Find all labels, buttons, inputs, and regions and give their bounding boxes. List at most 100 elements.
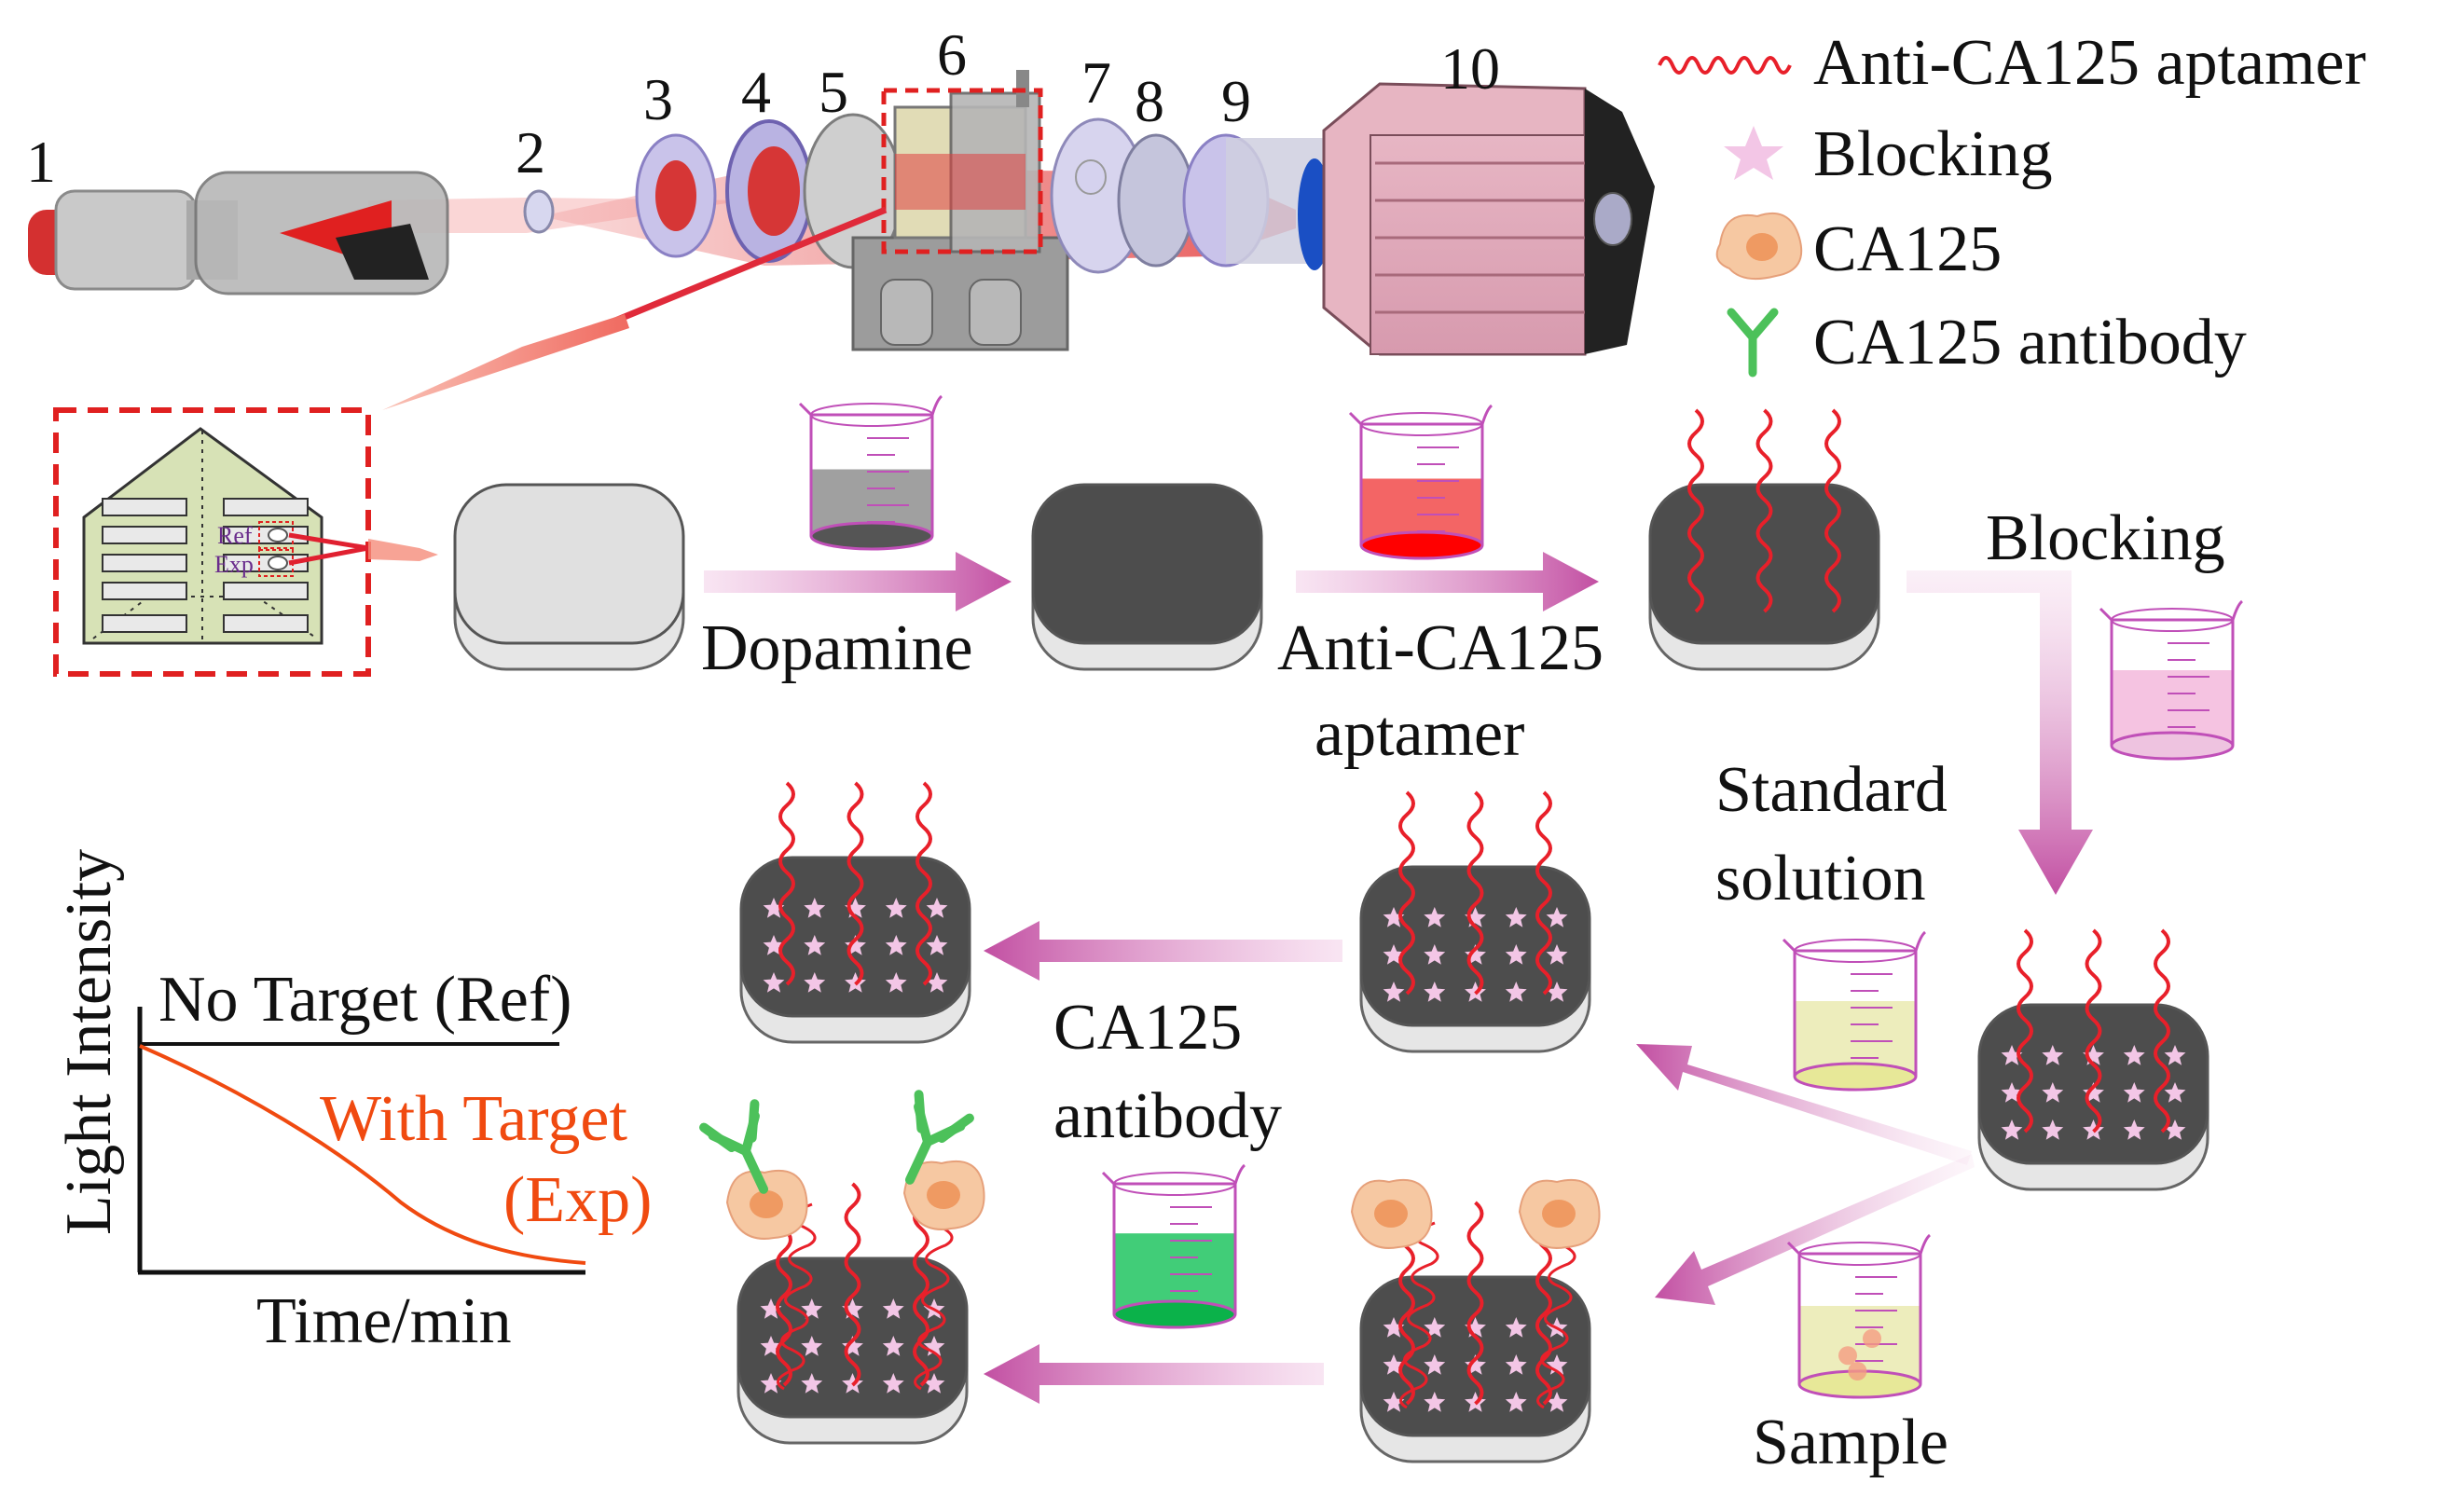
step-blocking-label: Blocking xyxy=(1986,502,2225,574)
blocking-star xyxy=(801,1336,823,1356)
step-antibody-label-2: antibody xyxy=(1053,1080,1282,1152)
arrow-ca125 xyxy=(984,921,1342,981)
aptamer-strand xyxy=(2017,928,2033,1133)
blocking-star xyxy=(2042,1045,2064,1065)
chip-to-substrate-arrow xyxy=(368,539,438,561)
blocking-star xyxy=(885,898,907,918)
substrate xyxy=(1031,483,1263,671)
blocking-star xyxy=(1424,1392,1446,1412)
setup-number: 2 xyxy=(516,119,545,185)
arrow-dopamine xyxy=(704,552,1012,611)
graph-y-label: Light Intensity xyxy=(53,849,125,1235)
optical-setup: 1 2 3 4 5 6 7 8 9 10 xyxy=(26,21,1655,410)
blocking-star xyxy=(2123,1082,2145,1103)
arrow-blocking xyxy=(1907,570,2093,895)
step-dopamine-label: Dopamine xyxy=(701,612,973,684)
camera-10 xyxy=(1298,82,1655,356)
blocking-star xyxy=(926,972,948,993)
graph-ref-label: No Target (Ref) xyxy=(158,964,571,1036)
blocking-star xyxy=(804,898,826,918)
legend: Anti-CA125 aptamer Blocking CA125 CA125 … xyxy=(1658,27,2366,378)
graph-exp-label-2: (Exp) xyxy=(503,1164,652,1236)
blocking-star xyxy=(1424,1354,1446,1375)
step-sample-label: Sample xyxy=(1753,1407,1948,1478)
blocking-star xyxy=(801,1298,823,1319)
blocking-star xyxy=(1383,982,1405,1002)
aptamer-strand xyxy=(2085,928,2102,1133)
arrow-aptamer xyxy=(1296,552,1599,611)
response-graph: No Target (Ref) With Target (Exp) Time/m… xyxy=(53,849,652,1357)
blocking-star xyxy=(2123,1045,2145,1065)
ca125-cell xyxy=(725,1169,808,1240)
beaker xyxy=(798,394,943,551)
aptamer-strand xyxy=(1466,790,1484,996)
legend-aptamer-label: Anti-CA125 aptamer xyxy=(1813,27,2366,99)
legend-blocking-label: Blocking xyxy=(1813,118,2053,190)
blocking-star xyxy=(1546,944,1568,965)
aptamer-strand xyxy=(1398,790,1415,996)
blocking-star xyxy=(926,898,948,918)
legend-antibody-label: CA125 antibody xyxy=(1813,307,2247,378)
substrate xyxy=(453,483,685,671)
blocking-star xyxy=(2164,1082,2186,1103)
antibody-icon xyxy=(1727,308,1779,378)
setup-number: 5 xyxy=(819,59,848,125)
setup-number: 9 xyxy=(1221,68,1251,134)
blocking-star xyxy=(1424,944,1446,965)
process-arrows xyxy=(704,552,2093,1404)
blocking-star xyxy=(1383,1317,1405,1338)
zoom-arrow xyxy=(382,314,629,410)
blocking-star xyxy=(760,1298,782,1319)
bound-aptamer xyxy=(914,1202,954,1391)
blocking-star xyxy=(1505,907,1527,927)
blocking-star xyxy=(2164,1045,2186,1065)
aptamer-strand xyxy=(1824,408,1841,613)
blocking-star xyxy=(1546,1392,1568,1412)
step-aptamer-label-2: aptamer xyxy=(1315,698,1524,770)
setup-number: 1 xyxy=(26,129,56,195)
step-standard-label-1: Standard xyxy=(1715,754,1948,826)
substrate xyxy=(1977,928,2209,1191)
blocking-star xyxy=(885,972,907,993)
lens-8 xyxy=(1117,133,1195,268)
aptamer-icon xyxy=(1658,56,1792,75)
blocking-star xyxy=(1546,982,1568,1002)
ca125-cell xyxy=(1518,1178,1601,1249)
aptamer-strand xyxy=(847,781,864,986)
aptamer-strand xyxy=(1466,1201,1484,1406)
blocking-star xyxy=(2042,1119,2064,1140)
blocking-star xyxy=(1424,982,1446,1002)
substrate xyxy=(739,781,971,1044)
substrate xyxy=(736,1182,969,1445)
blocking-star-icon xyxy=(1724,126,1783,180)
sensor-chip-zoom: Ref Exp xyxy=(53,407,438,677)
blocking-star xyxy=(1424,1317,1446,1338)
blocking-star xyxy=(1383,1392,1405,1412)
substrate-surface xyxy=(453,483,685,645)
blocking-star xyxy=(882,1298,904,1319)
blocking-star xyxy=(1383,907,1405,927)
blocking-star xyxy=(804,935,826,955)
aptamer-strand xyxy=(778,781,795,986)
antibody xyxy=(904,1090,974,1185)
blocking-star xyxy=(2001,1119,2023,1140)
arrow-standard xyxy=(1636,1044,1972,1165)
ca125-cell xyxy=(902,1160,985,1230)
blocking-star xyxy=(1505,944,1527,965)
blocking-star xyxy=(926,935,948,955)
graph-x-label: Time/min xyxy=(256,1285,512,1357)
blocking-star xyxy=(1424,907,1446,927)
setup-number: 6 xyxy=(937,21,967,88)
antibody xyxy=(699,1099,769,1194)
substrate xyxy=(1359,790,1591,1053)
exp-spot-label: Exp xyxy=(214,551,254,578)
step-antibody-label-1: CA125 xyxy=(1053,992,1242,1064)
arrow-antibody xyxy=(984,1344,1324,1404)
beaker xyxy=(1782,930,1927,1092)
arrow-sample xyxy=(1655,1154,1975,1305)
setup-number: 3 xyxy=(643,66,673,132)
substrate xyxy=(1359,1201,1591,1463)
blocking-star xyxy=(2164,1119,2186,1140)
step-standard-label-2: solution xyxy=(1715,843,1926,914)
